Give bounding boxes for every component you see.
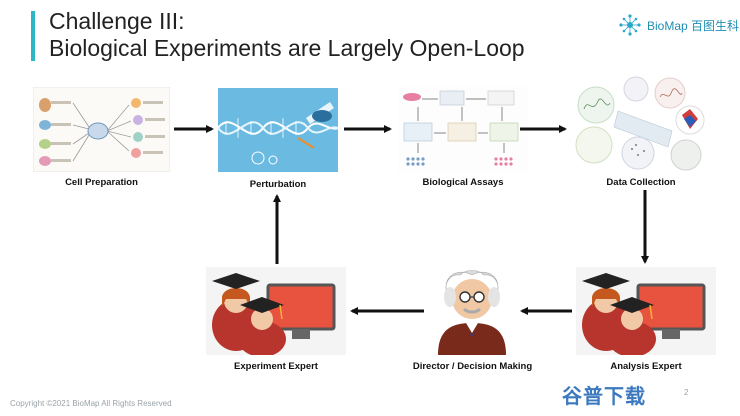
- slide-title: Challenge III: Biological Experiments ar…: [49, 8, 525, 62]
- biological-assays-label: Biological Assays: [422, 177, 504, 188]
- page-number: 2: [684, 388, 689, 397]
- title-accent-bar: [31, 11, 35, 61]
- biomap-logo-icon: [619, 14, 641, 36]
- biomap-logo-text: BioMap 百图生科: [647, 18, 740, 33]
- title-line-1: Challenge III:: [49, 8, 185, 34]
- analysis-expert-label: Analysis Expert: [610, 361, 682, 372]
- biological-assays-illustration: [398, 87, 528, 172]
- analysis-expert-illustration: [576, 267, 716, 355]
- director-illustration: [430, 267, 514, 355]
- perturbation-label: Perturbation: [249, 179, 307, 190]
- biomap-logo: BioMap 百图生科: [617, 10, 739, 40]
- copyright-footer: Copyright ©2021 BioMap All Rights Reserv…: [10, 399, 172, 408]
- experiment-expert-illustration: [206, 267, 346, 355]
- director-label: Director / Decision Making: [412, 361, 533, 372]
- cell-preparation-label: Cell Preparation: [65, 177, 138, 188]
- watermark: 谷普下载: [562, 386, 646, 408]
- experiment-expert-label: Experiment Expert: [234, 361, 318, 372]
- title-line-2: Biological Experiments are Largely Open-…: [49, 35, 525, 61]
- perturbation-illustration: [218, 88, 338, 172]
- cell-preparation-illustration: [33, 87, 170, 172]
- data-collection-illustration: [572, 75, 710, 172]
- data-collection-label: Data Collection: [606, 177, 676, 188]
